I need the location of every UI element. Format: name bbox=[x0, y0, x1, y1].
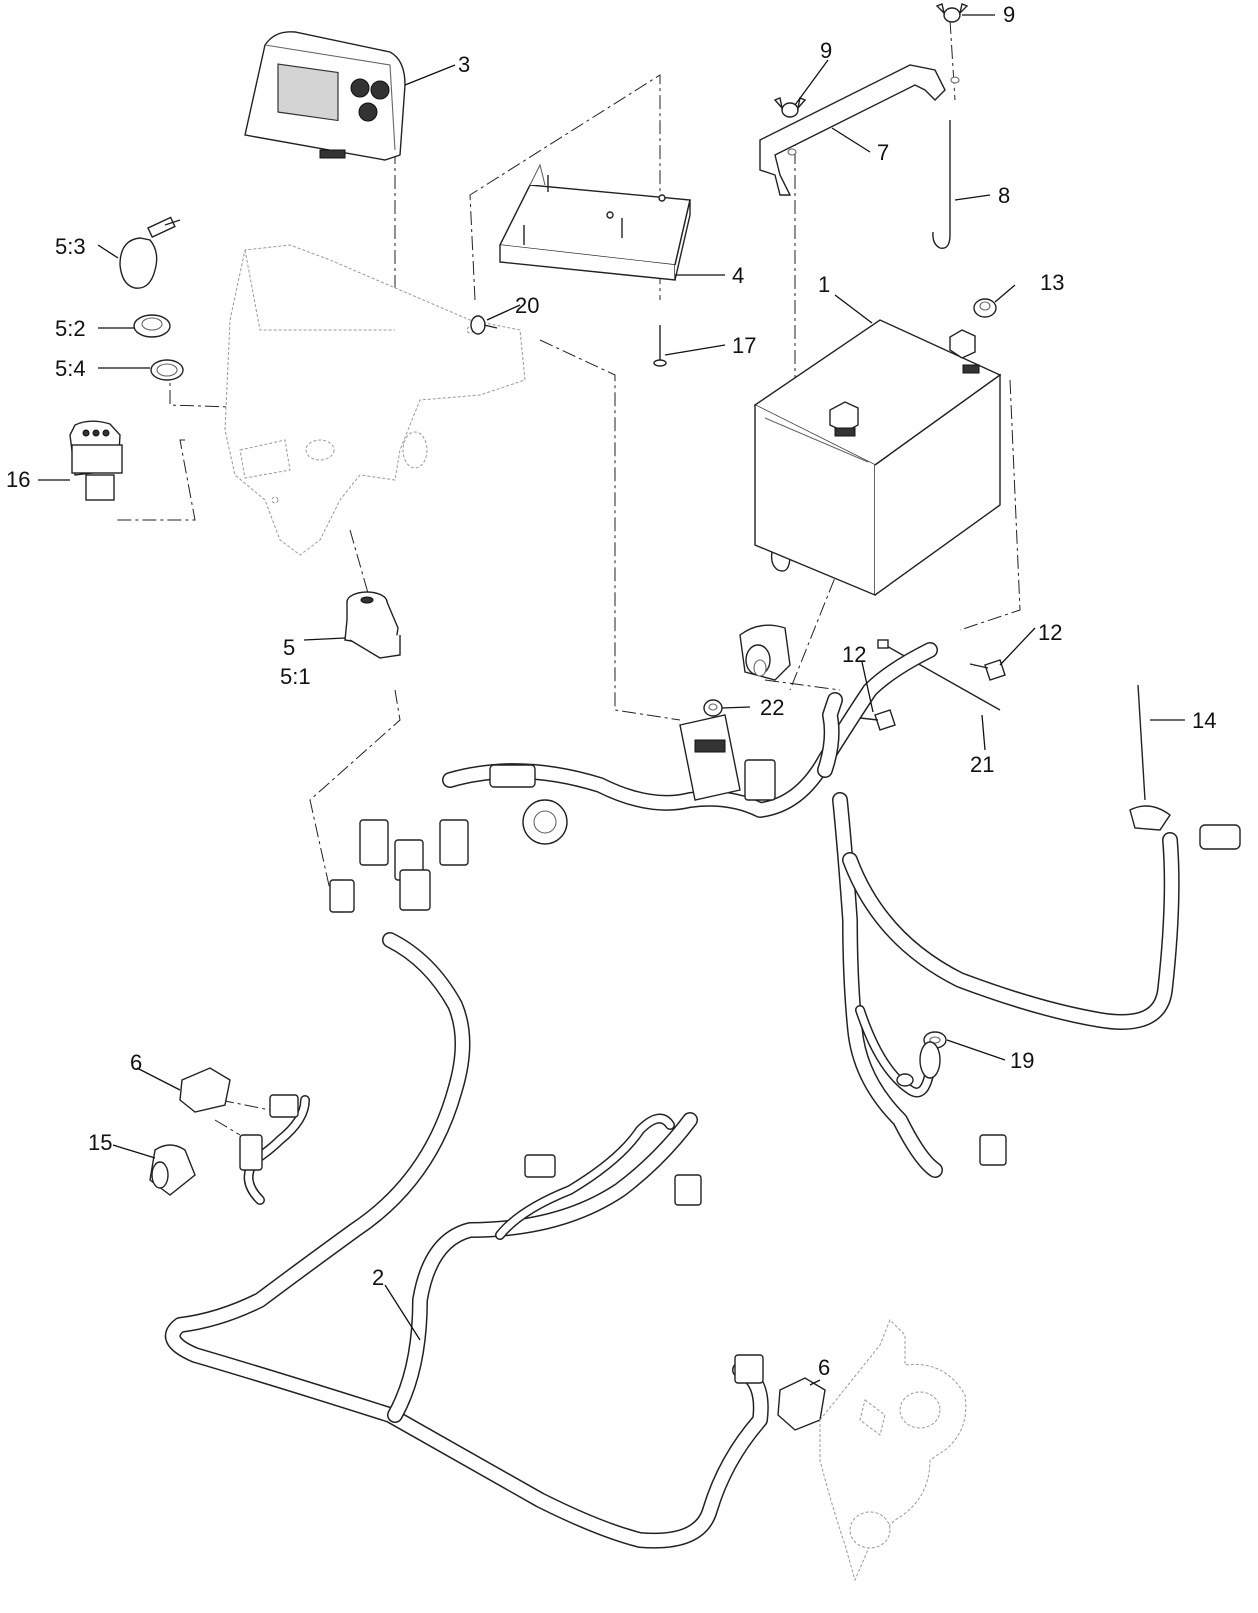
wing-nut-9b bbox=[935, 3, 969, 23]
washer-5-4 bbox=[150, 359, 184, 381]
battery-1 bbox=[753, 319, 1002, 597]
callout-5-2: 5:2 bbox=[55, 316, 86, 341]
rod-8 bbox=[932, 120, 951, 249]
harness-connectors bbox=[239, 714, 1241, 1384]
ignition-key bbox=[119, 216, 181, 289]
nut-13 bbox=[973, 298, 997, 318]
ignition-switch bbox=[344, 591, 401, 659]
relay-6b bbox=[777, 1377, 826, 1431]
pedal-bracket bbox=[819, 1319, 967, 1582]
callout-13: 13 bbox=[1040, 270, 1064, 295]
callout-3: 3 bbox=[458, 52, 470, 77]
nut-5-2 bbox=[133, 314, 171, 338]
callout-7: 7 bbox=[877, 140, 889, 165]
callout-6a: 6 bbox=[130, 1050, 142, 1075]
callout-8: 8 bbox=[998, 183, 1010, 208]
callout-5-1: 5:1 bbox=[280, 664, 311, 689]
display-unit bbox=[244, 31, 406, 161]
console-panel bbox=[224, 244, 526, 556]
callout-leaders bbox=[38, 14, 1185, 1386]
callout-15: 15 bbox=[88, 1130, 112, 1155]
hold-down-bracket-7 bbox=[759, 64, 960, 196]
callout-12b: 12 bbox=[1038, 620, 1062, 645]
bolt-12b bbox=[969, 659, 1006, 681]
callout-21: 21 bbox=[970, 752, 994, 777]
bolt-20 bbox=[470, 315, 498, 335]
screw-17 bbox=[653, 325, 667, 367]
solenoid bbox=[739, 624, 791, 681]
callout-22: 22 bbox=[760, 695, 784, 720]
callout-9b: 9 bbox=[1003, 2, 1015, 27]
switch-15 bbox=[149, 1144, 196, 1196]
callout-labels: 1 2 3 4 5 5:1 5:2 5:3 5:4 6 6 7 8 9 9 12… bbox=[6, 2, 1216, 1380]
callout-5-3: 5:3 bbox=[55, 234, 86, 259]
callout-1: 1 bbox=[818, 272, 830, 297]
wire-harness-2 bbox=[164, 642, 1180, 1549]
wing-nut-9a bbox=[773, 97, 807, 118]
callout-6b: 6 bbox=[818, 1355, 830, 1380]
switch-16 bbox=[69, 420, 123, 501]
controller-module bbox=[498, 163, 691, 281]
nut-22 bbox=[703, 699, 723, 717]
callout-12a: 12 bbox=[842, 642, 866, 667]
callout-14: 14 bbox=[1192, 708, 1216, 733]
callout-5: 5 bbox=[283, 635, 295, 660]
callout-17: 17 bbox=[732, 333, 756, 358]
callout-9a: 9 bbox=[820, 38, 832, 63]
callout-16: 16 bbox=[6, 467, 30, 492]
relay-6a bbox=[179, 1067, 231, 1113]
callout-2: 2 bbox=[372, 1265, 384, 1290]
callout-5-4: 5:4 bbox=[55, 356, 86, 381]
callout-19: 19 bbox=[1010, 1048, 1034, 1073]
cable-tie-14 bbox=[1129, 684, 1171, 831]
bolt-12a bbox=[859, 709, 896, 731]
callout-20: 20 bbox=[515, 293, 539, 318]
callout-4: 4 bbox=[732, 263, 744, 288]
